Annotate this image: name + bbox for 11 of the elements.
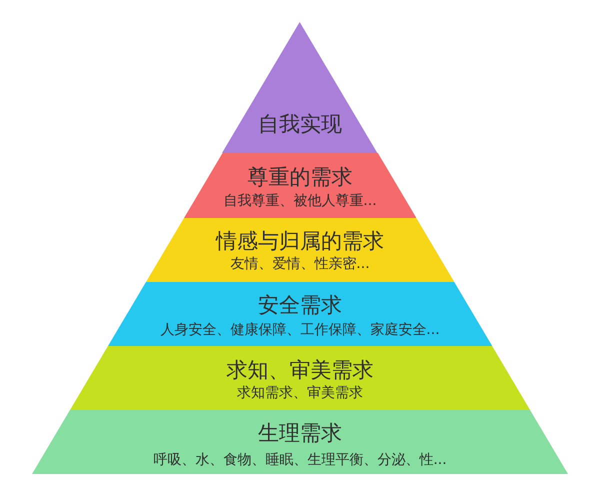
tier-description: 友情、爱情、性亲密...: [230, 256, 370, 272]
tier-title: 安全需求: [258, 292, 342, 318]
tier-description: 求知需求、审美需求: [236, 384, 363, 402]
tier-description: 人身安全、健康保障、工作保障、家庭安全...: [160, 322, 440, 338]
tier-title: 自我实现: [258, 112, 342, 136]
tier-description: 呼吸、水、食物、睡眠、生理平衡、分泌、性...: [153, 452, 447, 468]
tier-title: 求知、审美需求: [226, 358, 374, 382]
tier-title: 情感与归属的需求: [216, 228, 384, 254]
tier-title: 生理需求: [258, 420, 342, 446]
tier-title: 尊重的需求: [247, 164, 352, 190]
tier-description: 自我尊重、被他人尊重...: [223, 192, 377, 210]
